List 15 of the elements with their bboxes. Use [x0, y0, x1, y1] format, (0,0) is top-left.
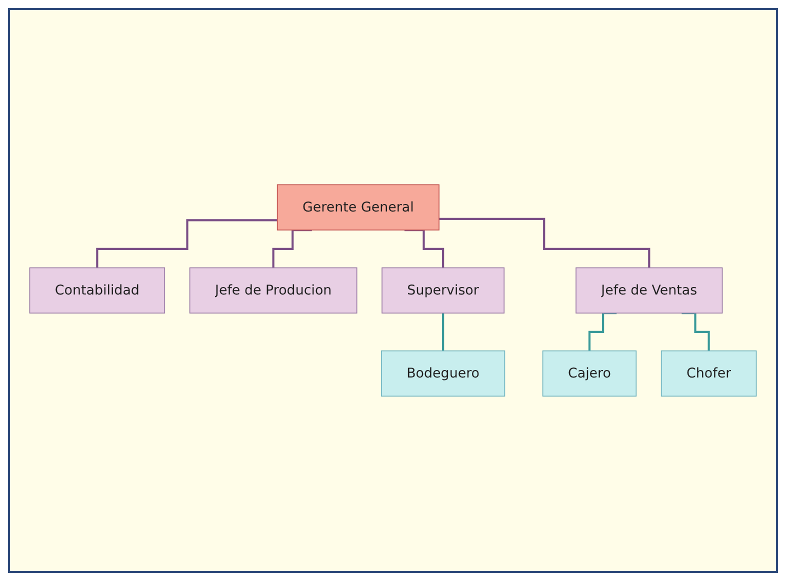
connector [682, 312, 710, 352]
connector [96, 219, 278, 269]
node-box [189, 267, 358, 314]
connector [588, 312, 617, 352]
node-box [542, 350, 637, 397]
node-box [660, 350, 757, 397]
node-box [576, 267, 723, 314]
connector [442, 312, 444, 352]
node-box [29, 267, 166, 314]
node-box [276, 184, 440, 230]
node-box [382, 267, 505, 314]
connector [439, 218, 650, 269]
connector [404, 229, 444, 269]
connector [272, 229, 312, 269]
node-box [381, 350, 506, 397]
